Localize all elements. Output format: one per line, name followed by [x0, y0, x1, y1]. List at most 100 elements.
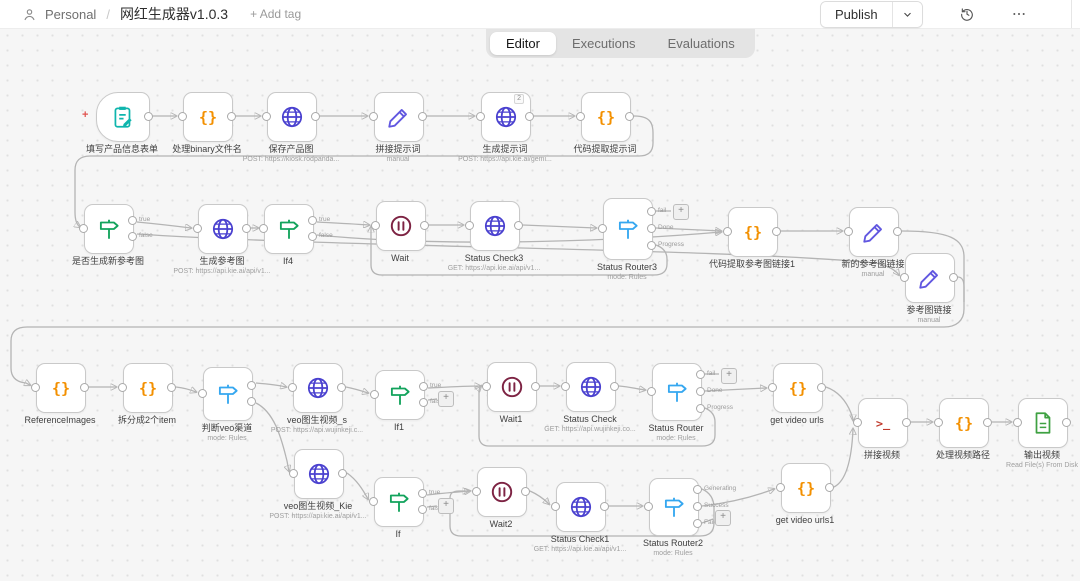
input-port[interactable] [934, 417, 943, 427]
if-icon[interactable] [374, 477, 424, 527]
output-port[interactable] [418, 488, 427, 498]
input-port[interactable] [465, 220, 474, 230]
output-port[interactable] [167, 382, 176, 392]
terminal-icon[interactable]: >_ [858, 398, 908, 448]
output-port[interactable] [308, 215, 317, 225]
output-port[interactable] [983, 417, 992, 427]
set-icon[interactable] [374, 92, 424, 142]
output-port[interactable] [128, 231, 137, 241]
node-code-extract-prompt[interactable]: {}代码提取提示词 [573, 92, 637, 154]
switch-icon[interactable] [203, 367, 253, 421]
output-port[interactable] [693, 501, 702, 511]
output-port[interactable] [521, 486, 530, 496]
output-port[interactable] [693, 518, 702, 528]
set-icon[interactable] [849, 207, 899, 257]
code-icon[interactable]: {} [123, 363, 173, 413]
output-port[interactable] [337, 382, 346, 392]
input-port[interactable] [768, 382, 777, 392]
output-port[interactable] [247, 380, 256, 390]
if-icon[interactable] [375, 370, 425, 420]
file-icon[interactable] [1018, 398, 1068, 448]
input-port[interactable] [178, 111, 187, 121]
code-icon[interactable]: {} [36, 363, 86, 413]
wait-icon[interactable] [487, 362, 537, 412]
input-port[interactable] [370, 389, 379, 399]
code-icon[interactable]: {} [728, 207, 778, 257]
node-get-video-urls1[interactable]: {}get video urls1 [776, 463, 834, 525]
input-port[interactable] [551, 501, 560, 511]
add-connection-button[interactable]: + [438, 498, 454, 514]
node-concat-video[interactable]: >_拼接视频 [853, 398, 911, 460]
output-port[interactable] [647, 206, 656, 216]
output-port[interactable] [80, 382, 89, 392]
tab-editor[interactable]: Editor [490, 31, 556, 55]
publish-dropdown-button[interactable] [891, 2, 922, 27]
input-port[interactable] [369, 111, 378, 121]
wait-icon[interactable] [376, 201, 426, 251]
node-form-trigger[interactable]: 填写产品信息表单 [86, 92, 158, 154]
input-port[interactable] [844, 226, 853, 236]
http-icon[interactable] [198, 204, 248, 254]
set-icon[interactable] [905, 253, 955, 303]
input-port[interactable] [598, 223, 607, 233]
input-port[interactable] [369, 496, 378, 506]
output-port[interactable] [696, 369, 705, 379]
output-port[interactable] [311, 111, 320, 121]
input-port[interactable] [853, 417, 862, 427]
input-port[interactable] [723, 226, 732, 236]
tab-evaluations[interactable]: Evaluations [667, 35, 735, 51]
input-port[interactable] [262, 111, 271, 121]
code-icon[interactable]: {} [781, 463, 831, 513]
http-icon[interactable] [566, 362, 616, 412]
switch-icon[interactable] [603, 198, 653, 260]
breadcrumb-project[interactable]: Personal [45, 6, 97, 22]
input-port[interactable] [259, 223, 268, 233]
input-port[interactable] [31, 382, 40, 392]
wait-icon[interactable] [477, 467, 527, 517]
switch-icon[interactable] [652, 363, 702, 421]
output-port[interactable] [525, 111, 534, 121]
switch-icon[interactable] [649, 478, 699, 536]
input-port[interactable] [476, 111, 485, 121]
node-wait2[interactable]: Wait2 [472, 467, 530, 529]
output-port[interactable] [308, 231, 317, 241]
output-port[interactable] [128, 215, 137, 225]
input-port[interactable] [644, 501, 653, 511]
http-icon[interactable] [294, 449, 344, 499]
if-icon[interactable] [264, 204, 314, 254]
input-port[interactable] [472, 486, 481, 496]
publish-button[interactable]: Publish [821, 2, 892, 27]
output-port[interactable] [418, 504, 427, 514]
node-get-video-urls[interactable]: {}get video urls [768, 363, 826, 425]
input-port[interactable] [289, 468, 298, 478]
output-port[interactable] [531, 381, 540, 391]
output-port[interactable] [338, 468, 347, 478]
code-icon[interactable]: {} [183, 92, 233, 142]
node-process-video-path[interactable]: {}处理视频路径 [934, 398, 992, 460]
add-tag-button[interactable]: + Add tag [250, 7, 302, 21]
input-port[interactable] [1013, 417, 1022, 427]
input-port[interactable] [288, 382, 297, 392]
output-port[interactable] [647, 240, 656, 250]
input-port[interactable] [198, 388, 207, 398]
input-port[interactable] [900, 272, 909, 282]
output-port[interactable] [144, 111, 153, 121]
http-icon[interactable] [556, 482, 606, 532]
output-port[interactable] [693, 484, 702, 494]
output-port[interactable] [227, 111, 236, 121]
workflow-title[interactable]: 网红生成器v1.0.3 [119, 6, 229, 22]
output-port[interactable] [419, 397, 428, 407]
